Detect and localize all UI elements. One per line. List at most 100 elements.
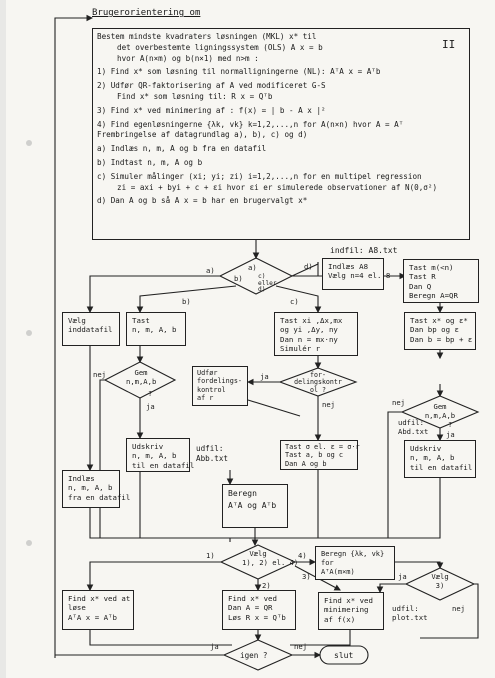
find-2-box: Find x* ved Dan A = QR Løs R x = Qᵀb — [222, 590, 296, 630]
intro-box: Bestem mindste kvadraters løsningen (MKL… — [92, 28, 470, 240]
tast-sigma-box: Tast σ el. ε = σ·r Tast a, b og c Dan A … — [280, 440, 360, 470]
text-line: Indlæs — [68, 474, 95, 483]
text-line: fra en datafil — [68, 492, 131, 502]
find-3-box: Find x* ved minimering af f(x) — [318, 592, 384, 630]
text-line: Dan A og b — [285, 459, 327, 468]
choice-label-a: a) — [248, 263, 257, 272]
intro-item-c: c) Simuler målinger (xi; yi; zi) i=1,2,.… — [97, 171, 422, 181]
text-line: udfil: — [398, 418, 424, 427]
text-line: minimering — [324, 605, 369, 615]
indlaes-a-box: Indlæs n, m, A, b fra en datafil — [62, 470, 131, 508]
label-ja: ja — [260, 372, 269, 381]
text-line: Abd.txt — [398, 427, 429, 436]
text-line: ol ? — [310, 385, 326, 394]
label-ja: ja — [146, 402, 155, 411]
text-line: af r — [197, 394, 214, 403]
decision-choice-top — [218, 257, 294, 295]
tast-b-box: Tast n, m, A, b — [126, 312, 186, 346]
intro-item-2: 2) Udfør QR-faktorisering af A ved modif… — [97, 81, 326, 91]
intro-item-a: a) Indlæs n, m, A og b fra en datafil — [97, 144, 267, 154]
branch-d: d) — [304, 262, 313, 271]
tast-m-box: Tast m(<n) Tast R Dan Q Beregn A=QR — [403, 259, 479, 303]
text-line: plot.txt — [392, 613, 428, 622]
text-line: Tast — [132, 316, 150, 325]
slut-text: slut — [334, 651, 354, 660]
text-line: n, m, A, b — [132, 325, 177, 335]
text-line: for — [321, 558, 334, 567]
text-line: Gem — [134, 368, 148, 377]
branch-4: 4) — [298, 551, 307, 560]
text-line: Dan n = mx·ny — [280, 334, 338, 344]
intro-datagrundlag: Frembringelse af datagrundlag a), b), c)… — [97, 130, 308, 140]
text-line: Løs R x = Qᵀb — [228, 612, 286, 622]
intro-item-c2: zi = axi + byi + c + εi hvor εi er simul… — [117, 182, 438, 192]
page-header: Brugerorientering om — [92, 8, 201, 18]
intro-item-3: 3) Find x* ved minimering af : f(x) = | … — [97, 105, 326, 115]
gem-d-text: Gem n,m,A,b — [424, 402, 456, 420]
text-line: Beregn — [228, 489, 257, 498]
intro-line: Bestem mindste kvadraters løsningen (MKL… — [97, 32, 317, 41]
choice-label-cd: c) eller d) — [258, 273, 277, 293]
binder-hole — [26, 140, 32, 146]
text-line: for- — [310, 371, 326, 379]
text-line: Vælg — [249, 549, 267, 558]
text-line: løse — [68, 603, 86, 613]
text-line: Dan A = QR — [228, 603, 273, 613]
text-line: Vælg — [431, 572, 449, 581]
intro-item-1: 1) Find x* som løsning til normalligning… — [97, 67, 381, 77]
text-line: Tast σ el. ε = σ·r — [285, 443, 360, 451]
text-line: n,m,A,b — [424, 411, 456, 420]
branch-b: b) — [182, 297, 191, 306]
vaelg-3-text: Vælg 3) — [428, 572, 452, 590]
text-line: 1), 2) el. 4) — [242, 558, 299, 567]
text-line: udfil: — [196, 444, 224, 453]
gem-b-text: Gem n,m,A,b — [126, 368, 156, 386]
text-line: 3) — [435, 581, 445, 590]
intro-item-2b: Find x* som løsning til: R x = Qᵀb — [117, 91, 273, 101]
udskriv-b-box: Udskriv n, m, A, b til en datafil — [126, 438, 195, 472]
text-line: n, m, A, b — [410, 453, 455, 463]
udskriv-d-box: Udskriv n, m, A, b til en datafil — [404, 440, 476, 478]
label-nej: nej — [294, 642, 307, 651]
text-line: Indlæs A8 — [328, 262, 369, 271]
text-line: Dan Q — [409, 281, 432, 291]
text-line: Tast R — [409, 272, 436, 282]
branch-1: 1) — [206, 551, 215, 560]
intro-item-4: 4) Find egenløsningerne {λk, vk} k=1,2,.… — [97, 119, 404, 129]
text-line: til en datafil — [410, 462, 473, 472]
text-line: Beregn {λk, vk} — [321, 550, 385, 558]
decision-igen — [222, 639, 294, 671]
label-nej: nej — [392, 398, 405, 407]
text-line: Tast m(<n) — [409, 263, 454, 272]
label-ja: ja — [398, 572, 407, 581]
label-ja: ja — [210, 642, 219, 651]
udfil-abd: udfil: Abd.txt — [398, 418, 428, 436]
text-line: Tast a, b og c — [285, 451, 344, 460]
indfil-label: indfil: A8.txt — [330, 246, 398, 255]
vaelg-mid-text: Vælg 1), 2) el. 4) — [242, 549, 298, 567]
branch-3: 3) — [302, 572, 311, 581]
branch-a: a) — [206, 266, 215, 275]
text-line: Find x* ved at — [68, 594, 131, 603]
text-line: n, m, A, b — [68, 483, 113, 493]
text-line: Dan bp og ε — [410, 325, 459, 335]
tast-x-box: Tast x* og ε* Dan bp og ε Dan b = bp + ε — [404, 312, 476, 350]
gem-b-q: ? — [148, 389, 153, 398]
udfil-plot: udfil: plot.txt — [392, 604, 428, 622]
text-line: Abb.txt — [196, 454, 229, 463]
find-1-box: Find x* ved at løse AᵀA x = Aᵀb — [62, 590, 134, 630]
egen-box: Beregn {λk, vk} for AᵀA(m×m) — [315, 546, 395, 580]
vaelg-inddatafil-box: Vælg inddatafil — [62, 312, 120, 346]
text-line: Find x* ved — [324, 596, 373, 605]
text-line: Find x* ved — [228, 594, 277, 603]
text-line: delingskontr — [294, 378, 342, 387]
binder-hole — [26, 540, 32, 546]
text-line: til en datafil — [132, 460, 195, 470]
text-line: n,m,A,b — [126, 377, 157, 386]
text-line: kontrol — [197, 385, 226, 394]
text-line: Vælg — [68, 316, 86, 325]
text-line: Vælg n=4 el. 8 — [328, 271, 391, 281]
text-line: n, m, A, b — [132, 451, 177, 461]
choice-label-b: b) — [234, 274, 243, 283]
branch-2: 2) — [262, 581, 271, 590]
